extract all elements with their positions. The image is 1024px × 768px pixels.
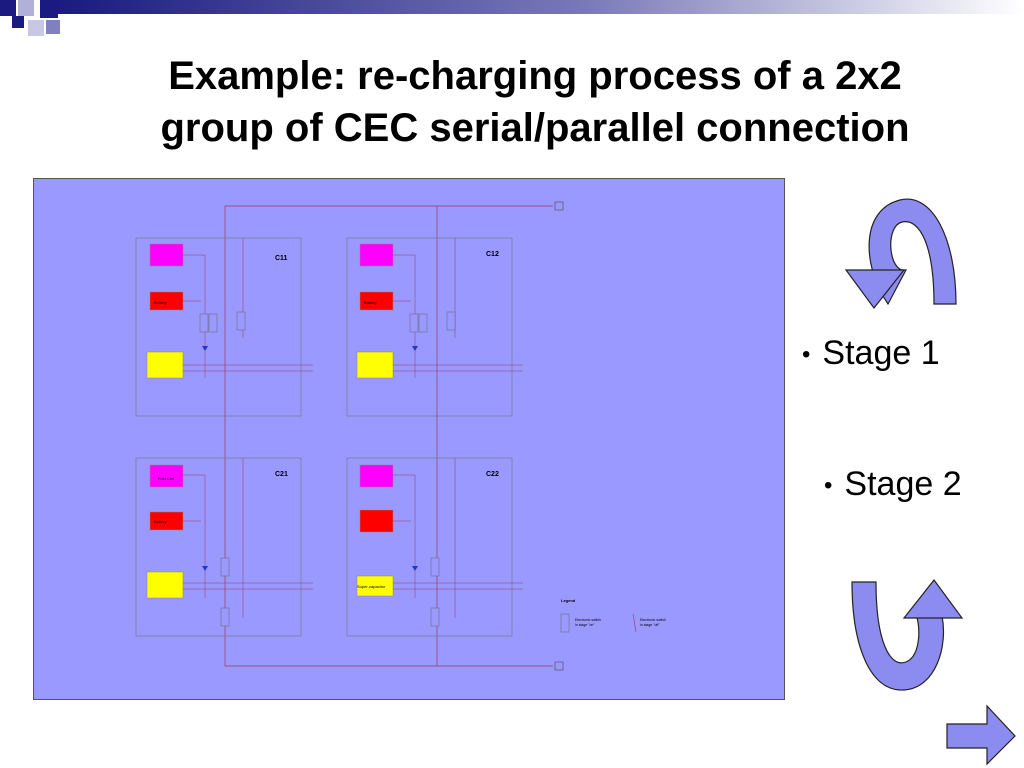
stage-2-label: Stage 2 xyxy=(844,465,962,503)
plus-terminal xyxy=(554,201,564,211)
cell-frame xyxy=(135,457,302,637)
switch-box xyxy=(430,557,440,577)
cell-label: C21 xyxy=(275,471,288,478)
capacitor-block xyxy=(146,571,184,599)
legend: Legend Electronic switch in stage "on" E… xyxy=(560,598,666,633)
legend-on-label-2: in stage "on" xyxy=(575,623,595,627)
legend-switch-off xyxy=(632,613,637,633)
cell-frame xyxy=(346,457,513,637)
switch-box xyxy=(446,311,456,331)
circuit-diagram: C11 Battery C12 Battery xyxy=(33,178,785,700)
cell-c22: C22 Super-capacitor xyxy=(346,457,523,637)
deco-square xyxy=(0,0,16,16)
next-slide-arrow[interactable] xyxy=(945,704,1017,766)
legend-switch-on xyxy=(560,613,570,633)
arrow-body xyxy=(851,581,945,691)
battery-block xyxy=(359,509,394,533)
header-gradient-bar xyxy=(58,0,1024,14)
legend-title: Legend xyxy=(561,598,576,603)
source-block xyxy=(359,243,394,267)
cell-c12: C12 Battery xyxy=(346,237,523,417)
deco-square xyxy=(28,20,44,36)
slide-title-line-1: Example: re-charging process of a 2x2 xyxy=(168,54,902,98)
switch-box xyxy=(236,311,246,331)
cell-c11: C11 Battery xyxy=(135,237,313,417)
bullet-dot: • xyxy=(802,341,811,369)
arrow-head xyxy=(844,269,906,309)
slide-title: Example: re-charging process of a 2x2 gr… xyxy=(60,50,1010,154)
diode-icon xyxy=(202,566,208,571)
stage-1-curved-arrow xyxy=(844,198,957,309)
stage-1-label: Stage 1 xyxy=(822,334,940,372)
source-block xyxy=(149,243,184,267)
switch-box xyxy=(220,557,230,577)
source-block xyxy=(149,464,184,488)
deco-square xyxy=(12,16,24,28)
legend-off-label-2: in stage "off" xyxy=(640,623,660,627)
battery-label: Battery xyxy=(154,519,167,524)
battery-label: Battery xyxy=(364,300,377,305)
diode-icon xyxy=(412,566,418,571)
source-block xyxy=(359,464,394,488)
switch-box xyxy=(220,607,230,627)
stage-1-bullet: • Stage 1 xyxy=(802,334,940,373)
stage-2-bullet: • Stage 2 xyxy=(824,465,962,504)
bullet-dot: • xyxy=(824,472,833,500)
cell-c21: C21 Fuel Cell Battery xyxy=(135,457,313,637)
cell-label: C22 xyxy=(486,471,499,478)
cell-label: C12 xyxy=(486,251,499,258)
battery-label: Battery xyxy=(154,300,167,305)
right-arrow-icon xyxy=(946,704,1016,766)
deco-square xyxy=(46,20,60,34)
stage-2-curved-arrow xyxy=(851,579,964,691)
capacitor-block xyxy=(146,351,184,379)
slide-title-line-2: group of CEC serial/parallel connection xyxy=(160,106,910,150)
legend-off-label-1: Electronic switch xyxy=(640,618,666,622)
legend-on-label-1: Electronic switch xyxy=(575,618,601,622)
switch-box xyxy=(409,313,419,333)
deco-square xyxy=(18,0,34,16)
cell-frame xyxy=(135,237,302,417)
switch-box xyxy=(199,313,209,333)
switch-box xyxy=(430,607,440,627)
diagram-background xyxy=(33,178,785,700)
switch-box xyxy=(418,313,428,333)
minus-terminal xyxy=(554,661,564,671)
deco-square xyxy=(40,0,58,18)
switch-box xyxy=(208,313,218,333)
arrow-head xyxy=(902,579,964,619)
capacitor-block xyxy=(356,575,394,597)
cell-label: C11 xyxy=(275,255,288,262)
capacitor-label: Super-capacitor xyxy=(357,584,386,589)
cell-frame xyxy=(346,237,513,417)
diode-icon xyxy=(202,346,208,351)
diode-icon xyxy=(412,346,418,351)
header-decoration xyxy=(0,0,1024,36)
capacitor-block xyxy=(356,351,394,379)
source-label: Fuel Cell xyxy=(158,476,174,481)
